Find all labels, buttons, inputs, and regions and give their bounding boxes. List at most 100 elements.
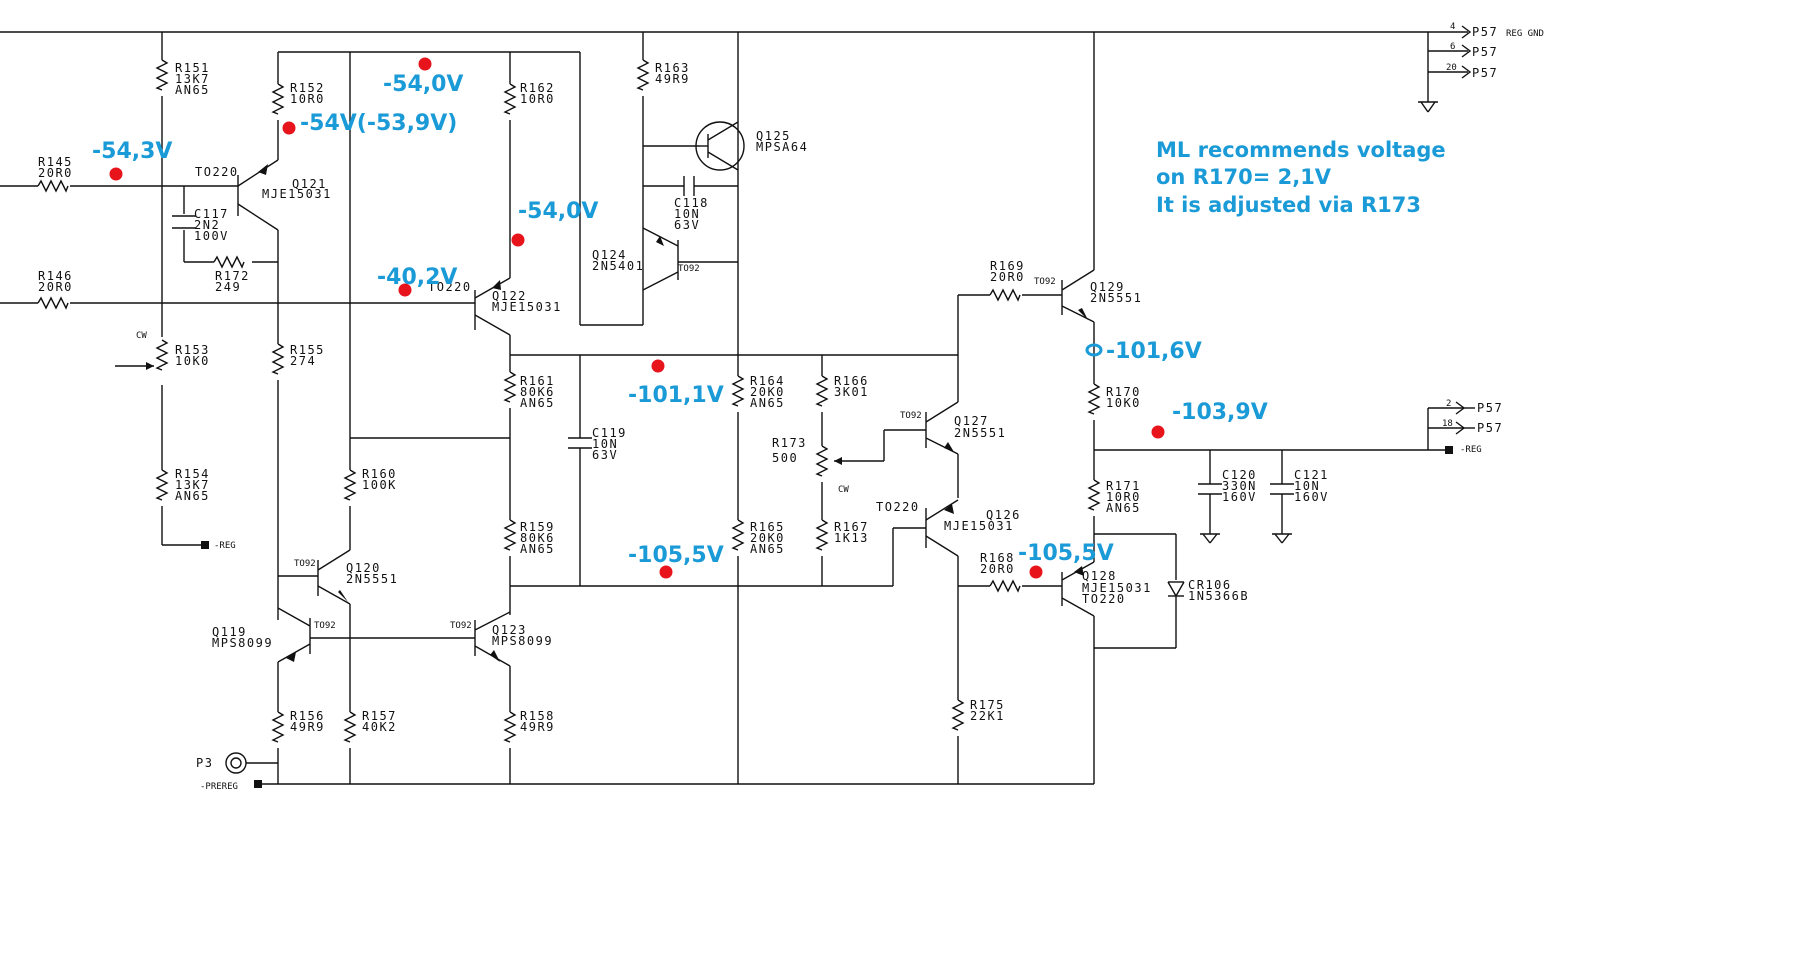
q124-ref: Q124 bbox=[592, 248, 627, 262]
q120-package: TO92 bbox=[294, 559, 316, 569]
r167-ref: R167 bbox=[834, 520, 869, 534]
connector-arrows bbox=[1455, 25, 1475, 435]
cr106-ref: CR106 bbox=[1188, 578, 1232, 592]
r154-type: AN65 bbox=[175, 489, 210, 503]
dot-q122e bbox=[511, 233, 525, 247]
r173-cw: CW bbox=[838, 485, 849, 495]
reg-gnd-label: REG GND bbox=[1506, 29, 1544, 39]
c121-ref: C121 bbox=[1294, 468, 1329, 482]
q124-part: 2N5401 bbox=[592, 259, 644, 273]
dot-reg bbox=[1151, 425, 1165, 439]
q126-package: TO220 bbox=[876, 500, 920, 514]
c118-voltage: 63V bbox=[674, 218, 700, 232]
dot-r145 bbox=[109, 167, 123, 181]
r158-value: 49R9 bbox=[520, 720, 555, 734]
c117-voltage: 100V bbox=[194, 229, 229, 243]
q128-package: TO220 bbox=[1082, 592, 1126, 606]
r161-type: AN65 bbox=[520, 396, 555, 410]
r153-cw: CW bbox=[136, 331, 147, 341]
q125-part: MPSA64 bbox=[756, 140, 808, 154]
dot-q128 bbox=[1029, 565, 1043, 579]
dot-bot bbox=[659, 565, 673, 579]
r152-ref: R152 bbox=[290, 81, 325, 95]
q128-ref: Q128 bbox=[1082, 569, 1117, 583]
q123-package: TO92 bbox=[450, 621, 472, 631]
c120-value: 330N bbox=[1222, 479, 1257, 493]
q128-part: MJE15031 bbox=[1082, 581, 1152, 595]
r165-value: 20K0 bbox=[750, 531, 785, 545]
q126-ref: Q126 bbox=[986, 508, 1021, 522]
r171-type: AN65 bbox=[1106, 501, 1141, 515]
r166-ref: R166 bbox=[834, 374, 869, 388]
q124-package: TO92 bbox=[678, 264, 700, 274]
voltage-q122e: -54,0V bbox=[518, 199, 598, 224]
q127-part: 2N5551 bbox=[954, 426, 1006, 440]
q121-package: TO220 bbox=[195, 165, 239, 179]
p57-pin-2: 2 bbox=[1446, 399, 1451, 409]
c121-value: 10N bbox=[1294, 479, 1320, 493]
q127-package: TO92 bbox=[900, 411, 922, 421]
voltage-q128: -105,5V bbox=[1018, 541, 1114, 566]
p57-label-b: P57 bbox=[1472, 45, 1498, 59]
c121-voltage: 160V bbox=[1294, 490, 1329, 504]
r159-ref: R159 bbox=[520, 520, 555, 534]
q129-part: 2N5551 bbox=[1090, 291, 1142, 305]
cr106-part: 1N5366B bbox=[1188, 589, 1249, 603]
note-line-1: ML recommends voltage bbox=[1156, 138, 1446, 162]
voltage-q129: -101,6V bbox=[1106, 339, 1202, 364]
r172-ref: R172 bbox=[215, 269, 250, 283]
p57-label-e: P57 bbox=[1477, 421, 1503, 435]
q121-part: MJE15031 bbox=[262, 187, 332, 201]
voltage-labels: -54,3V -54,0V -54V(-53,9V) -54,0V -40,2V… bbox=[92, 72, 1268, 568]
voltage-r145: -54,3V bbox=[92, 139, 172, 164]
p57-pin-18: 18 bbox=[1442, 419, 1453, 429]
q127-ref: Q127 bbox=[954, 414, 989, 428]
p57-label-d: P57 bbox=[1477, 401, 1503, 415]
r169-ref: R169 bbox=[990, 259, 1025, 273]
voltage-mid: -101,1V bbox=[628, 383, 724, 408]
c117-value: 2N2 bbox=[194, 218, 220, 232]
dot-q122b bbox=[398, 283, 412, 297]
component-labels: R151 13K7 AN65 R152 10R0 R162 10R0 R163 … bbox=[38, 61, 1329, 734]
prereg-label: -PREREG bbox=[200, 782, 238, 792]
r167-value: 1K13 bbox=[834, 531, 869, 545]
r161-value: 80K6 bbox=[520, 385, 555, 399]
r159-value: 80K6 bbox=[520, 531, 555, 545]
r168-value: 20R0 bbox=[980, 562, 1015, 576]
q119-part: MPS8099 bbox=[212, 636, 273, 650]
c119-value: 10N bbox=[592, 437, 618, 451]
r158-ref: R158 bbox=[520, 709, 555, 723]
p57-pin-20: 20 bbox=[1446, 63, 1457, 73]
r162-ref: R162 bbox=[520, 81, 555, 95]
c117-ref: C117 bbox=[194, 207, 229, 221]
r161-ref: R161 bbox=[520, 374, 555, 388]
measurement-dots bbox=[109, 57, 1165, 579]
r171-value: 10R0 bbox=[1106, 490, 1141, 504]
q122-package: TO220 bbox=[428, 280, 472, 294]
connector-labels: 4 P57 REG GND 6 P57 20 P57 2 P57 18 P57 … bbox=[196, 22, 1544, 792]
voltage-q121e: -54V(-53,9V) bbox=[300, 111, 457, 136]
r171-ref: R171 bbox=[1106, 479, 1141, 493]
r162-value: 10R0 bbox=[520, 92, 555, 106]
ring-q129 bbox=[1085, 343, 1103, 357]
q123-ref: Q123 bbox=[492, 623, 527, 637]
r163-ref: R163 bbox=[655, 61, 690, 75]
p57-label-a: P57 bbox=[1472, 25, 1498, 39]
r157-ref: R157 bbox=[362, 709, 397, 723]
r157-value: 40K2 bbox=[362, 720, 397, 734]
r175-ref: R175 bbox=[970, 698, 1005, 712]
c118-ref: C118 bbox=[674, 196, 709, 210]
r164-type: AN65 bbox=[750, 396, 785, 410]
q120-ref: Q120 bbox=[346, 561, 381, 575]
c120-ref: C120 bbox=[1222, 468, 1257, 482]
q125-ref: Q125 bbox=[756, 129, 791, 143]
q119-ref: Q119 bbox=[212, 625, 247, 639]
r173-ref: R173 bbox=[772, 436, 807, 450]
r145-value: 20R0 bbox=[38, 166, 73, 180]
c119-ref: C119 bbox=[592, 426, 627, 440]
r155-value: 274 bbox=[290, 354, 316, 368]
r151-value: 13K7 bbox=[175, 72, 210, 86]
r170-ref: R170 bbox=[1106, 385, 1141, 399]
r165-type: AN65 bbox=[750, 542, 785, 556]
r155-ref: R155 bbox=[290, 343, 325, 357]
